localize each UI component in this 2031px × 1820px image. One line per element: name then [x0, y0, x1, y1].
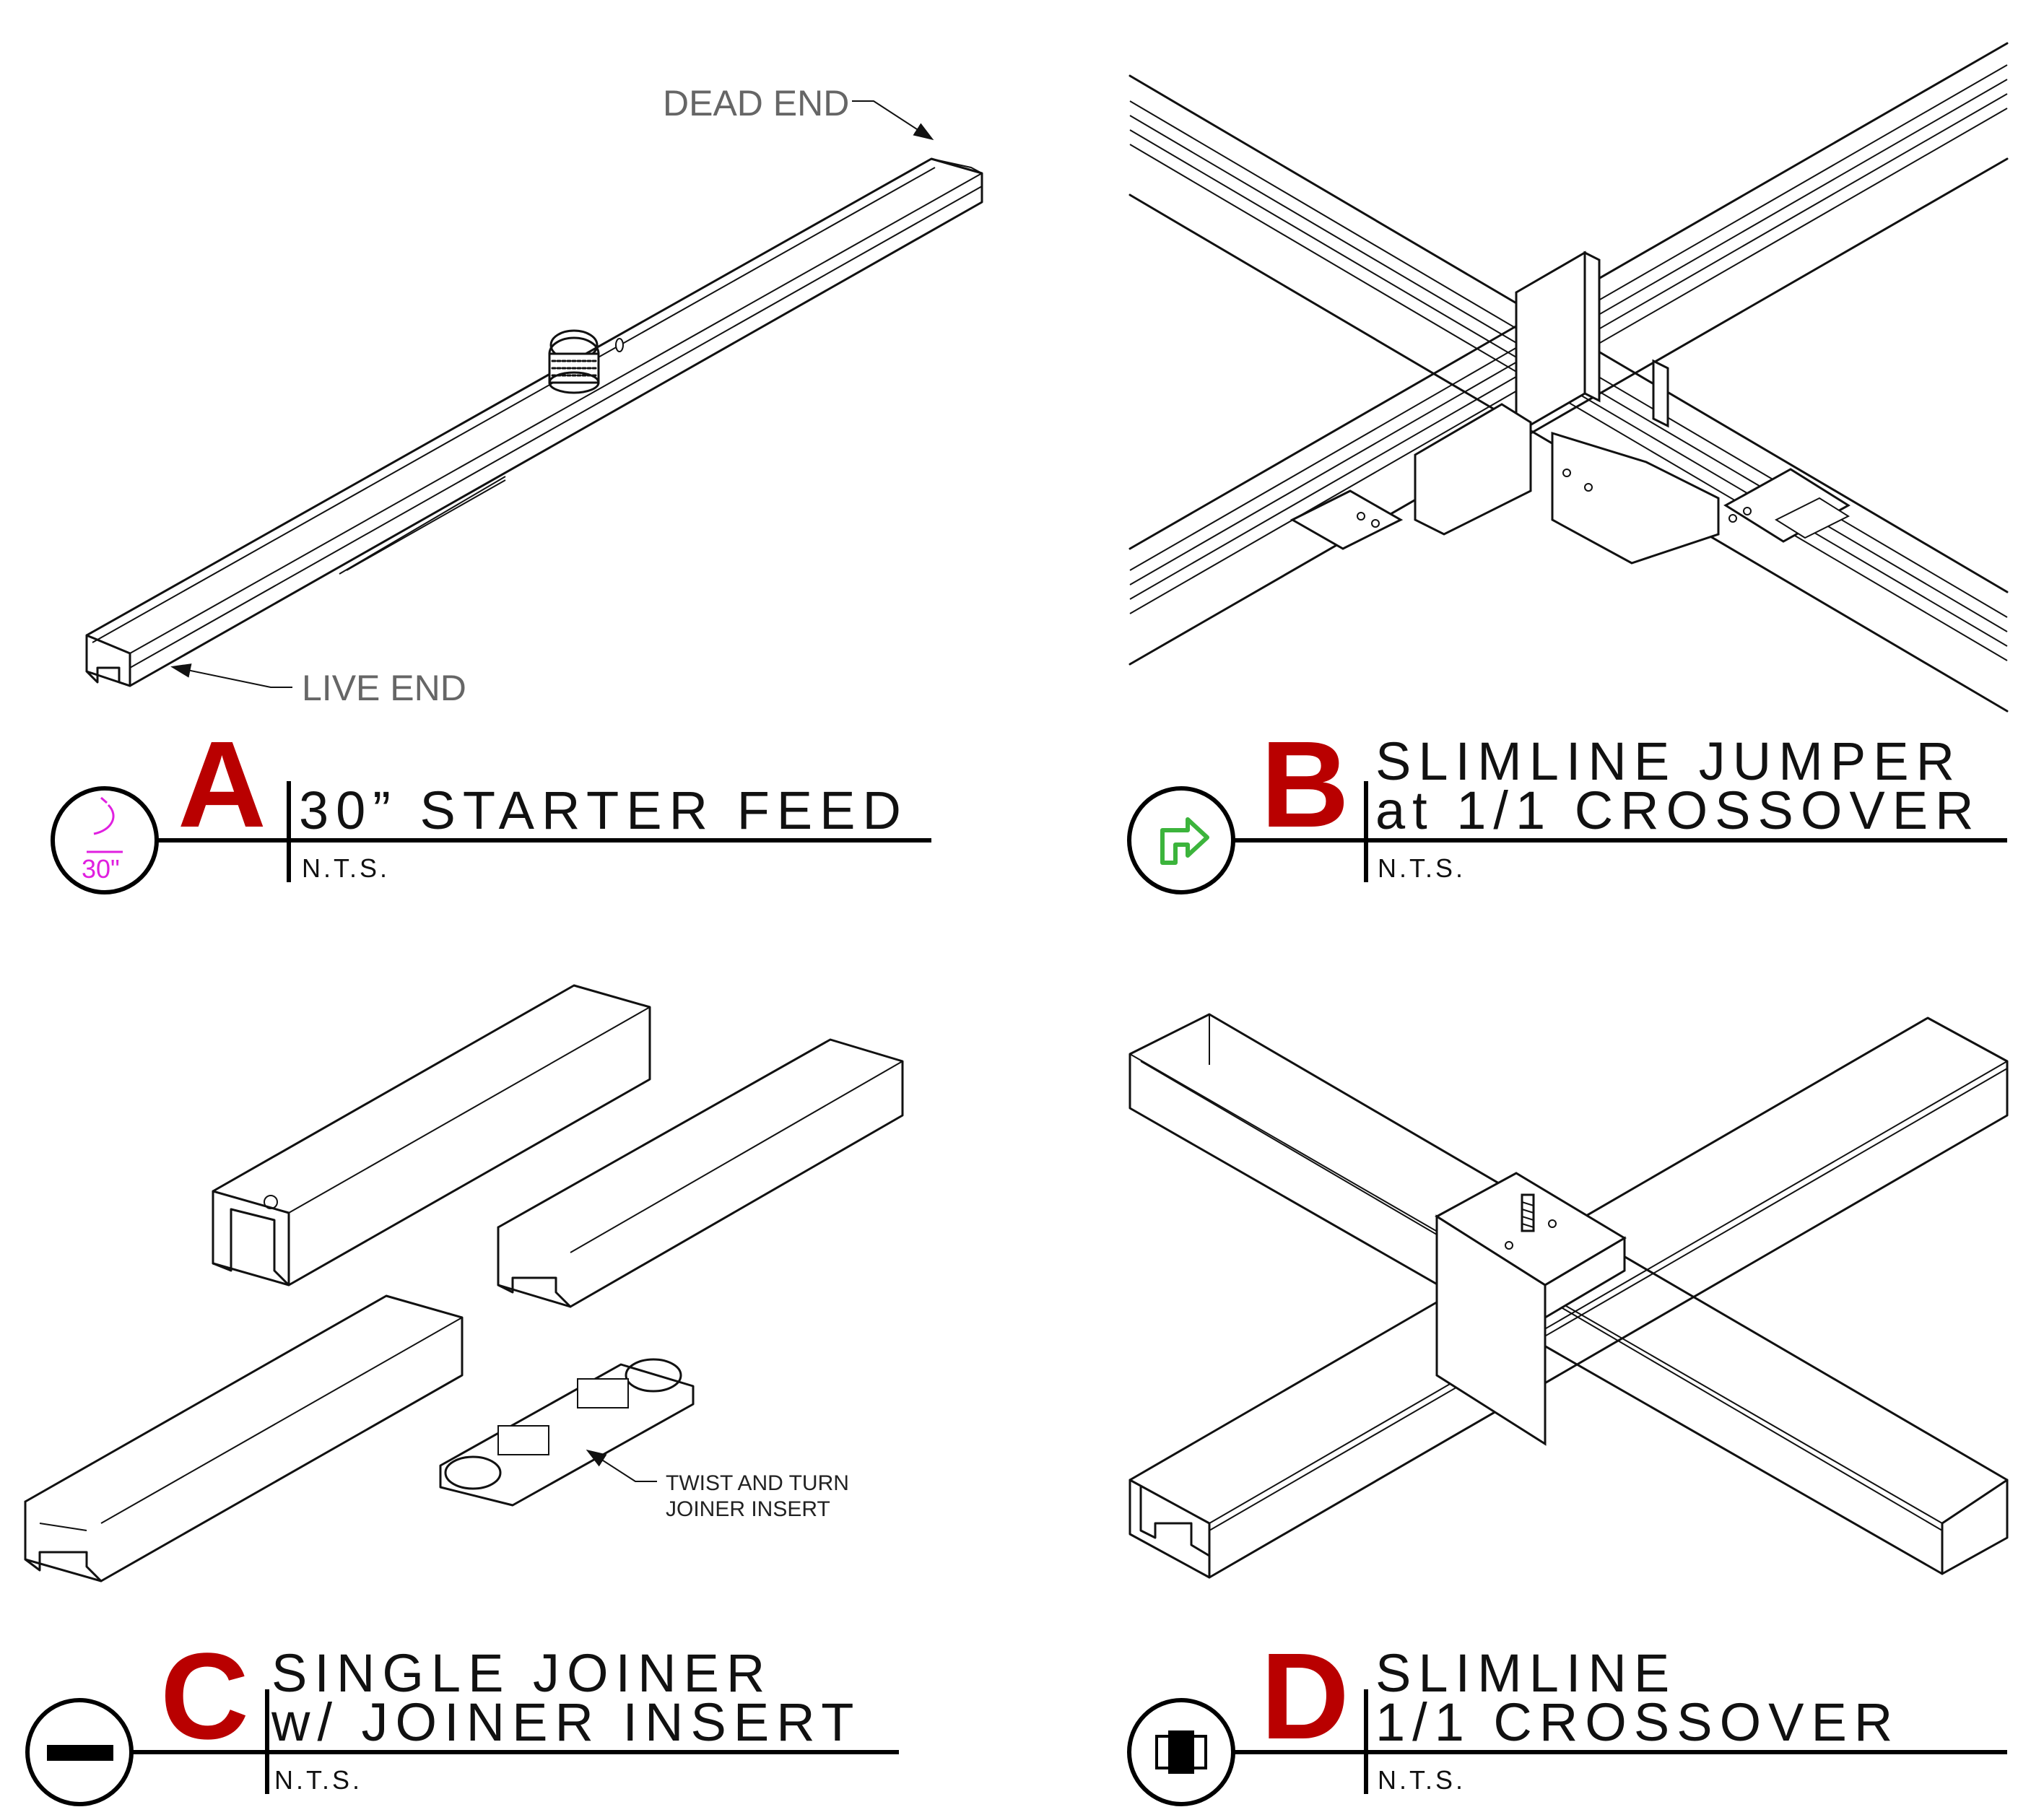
joiner-sleeve [212, 984, 651, 1286]
live-end-callout: LIVE END [302, 668, 466, 708]
title-block-b: B SLIMLINE JUMPER at 1/1 CROSSOVER N.T.S… [1127, 716, 2007, 894]
panel-b-drawing [1128, 42, 2009, 713]
angle-30-icon: 30" [82, 796, 123, 884]
panel-letter-a: A [178, 716, 266, 853]
title-block-c: C SINGLE JOINER w/ JOINER INSERT N.T.S. [25, 1628, 899, 1806]
panel-letter-c: C [160, 1628, 249, 1765]
scale-note-a: N.T.S. [302, 853, 390, 883]
crossover-rail-2 [1128, 1016, 2009, 1579]
joiner-insert [439, 1358, 695, 1507]
scale-note-d: N.T.S. [1378, 1765, 1466, 1795]
jumper-center-bracket [1290, 251, 1850, 565]
panel-letter-d: D [1261, 1628, 1349, 1765]
panel-letter-b: B [1261, 716, 1349, 853]
scale-note-c: N.T.S. [274, 1765, 362, 1795]
panel-d-drawing [1128, 1013, 2009, 1579]
joiner-rail-right [497, 1038, 904, 1308]
dead-end-callout: DEAD END [663, 83, 849, 123]
title-block-a: 30" A 30” STARTER FEED N.T.S. [51, 716, 931, 894]
crossover-clip [1435, 1172, 1627, 1446]
joiner-insert-callout-line1: TWIST AND TURN [666, 1471, 849, 1495]
panel-a-drawing: DEAD END LIVE END [85, 83, 983, 708]
panel-title-b-line2: at 1/1 CROSSOVER [1375, 780, 1981, 840]
joiner-rail-left [24, 1294, 464, 1582]
panel-c-drawing: TWIST AND TURN JOINER INSERT [24, 984, 904, 1582]
feed-knob [548, 329, 624, 394]
svg-text:30": 30" [82, 854, 120, 884]
turn-arrow-icon [1160, 817, 1209, 865]
panel-title-c-line1: SINGLE JOINER [271, 1643, 772, 1703]
straight-bar-icon [47, 1745, 113, 1761]
title-block-d: D SLIMLINE 1/1 CROSSOVER N.T.S. [1127, 1628, 2007, 1806]
panel-title-d-line2: 1/1 CROSSOVER [1375, 1692, 1900, 1752]
starter-feed-rail [85, 157, 983, 687]
panel-title-d-line1: SLIMLINE [1375, 1643, 1676, 1703]
panel-title-b-line1: SLIMLINE JUMPER [1375, 731, 1962, 791]
panel-title-c-line2: w/ JOINER INSERT [271, 1692, 861, 1752]
scale-note-b: N.T.S. [1378, 853, 1466, 883]
crossover-square-icon [1155, 1730, 1207, 1774]
joiner-insert-callout-line2: JOINER INSERT [666, 1497, 830, 1521]
panel-title-a: 30” STARTER FEED [299, 780, 908, 840]
